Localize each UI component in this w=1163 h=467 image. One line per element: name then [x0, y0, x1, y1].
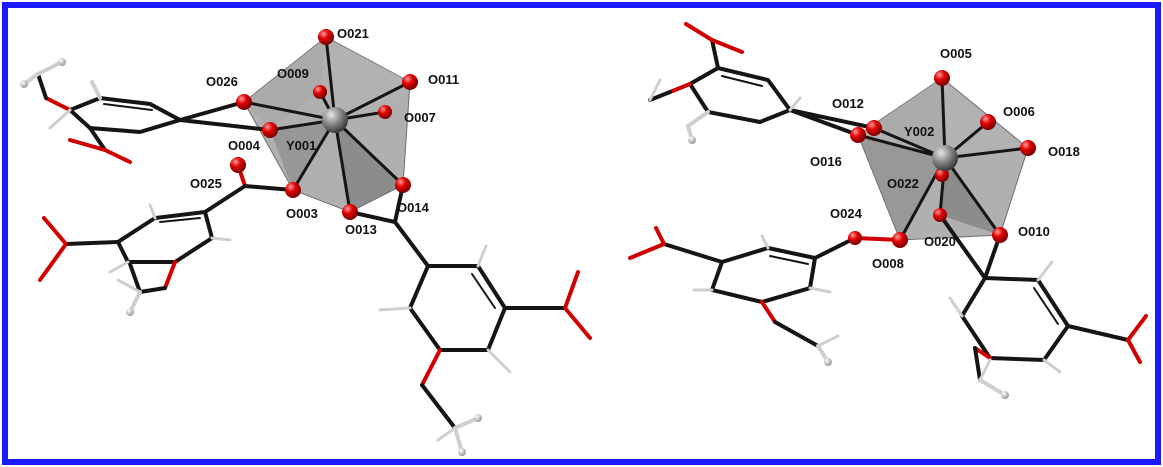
- left-ligand-2: [38, 163, 295, 314]
- right-atoms: [688, 70, 1036, 399]
- label-O020: O020: [924, 234, 956, 249]
- label-O018: O018: [1048, 144, 1080, 159]
- label-O004: O004: [228, 138, 261, 153]
- label-O010: O010: [1018, 224, 1050, 239]
- label-O009: O009: [277, 66, 309, 81]
- label-O006: O006: [1003, 104, 1035, 119]
- right-labels: O005 O012 Y002 O006 O016 O018 O022 O024 …: [810, 46, 1080, 271]
- label-O025: O025: [190, 176, 222, 191]
- label-O008: O008: [872, 256, 904, 271]
- left-atoms: [20, 29, 482, 456]
- right-complex: O005 O012 Y002 O006 O016 O018 O022 O024 …: [628, 22, 1148, 399]
- left-ligand-3: [348, 183, 592, 454]
- left-ligand-1: [22, 60, 272, 164]
- label-Y002: Y002: [904, 124, 934, 139]
- label-O007: O007: [404, 110, 436, 125]
- right-ligand-2: [628, 226, 902, 364]
- label-O022: O022: [887, 176, 919, 191]
- label-O024: O024: [830, 206, 863, 221]
- label-O011: O011: [428, 72, 459, 87]
- left-complex: O021 O009 O011 O026 O007 O004 Y001 O025 …: [20, 26, 592, 456]
- label-O014: O014: [397, 200, 430, 215]
- label-O016: O016: [810, 154, 842, 169]
- right-ligand-3: [938, 213, 1148, 397]
- label-O003: O003: [286, 206, 318, 221]
- label-O013: O013: [345, 222, 377, 237]
- left-labels: O021 O009 O011 O026 O007 O004 Y001 O025 …: [190, 26, 459, 237]
- label-O026: O026: [206, 74, 238, 89]
- label-O012: O012: [832, 96, 864, 111]
- label-Y001: Y001: [286, 138, 316, 153]
- label-O021: O021: [337, 26, 369, 41]
- right-ligand-1: [648, 22, 876, 142]
- label-O005: O005: [940, 46, 972, 61]
